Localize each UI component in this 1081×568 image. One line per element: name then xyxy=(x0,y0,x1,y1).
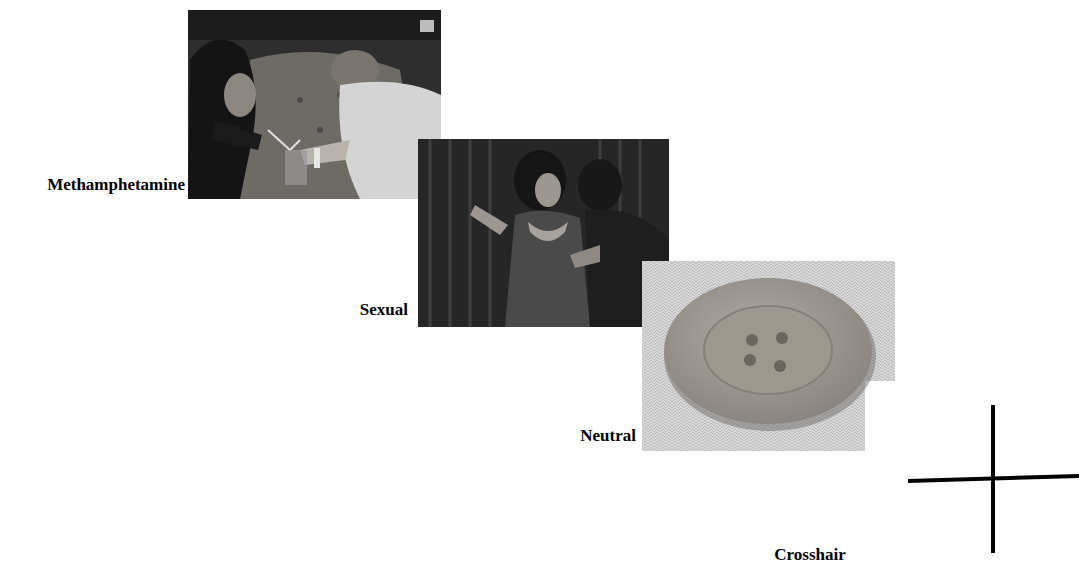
stimulus-label: Neutral xyxy=(580,427,636,446)
methamphetamine-photo xyxy=(188,10,441,199)
neutral-photo xyxy=(642,261,895,451)
stimulus-label: Crosshair xyxy=(774,546,845,565)
stimulus-label: Sexual xyxy=(360,301,408,320)
crosshair-symbol xyxy=(908,405,1079,553)
stimulus-label: Methamphetamine xyxy=(47,176,185,195)
sexual-photo xyxy=(418,139,669,327)
